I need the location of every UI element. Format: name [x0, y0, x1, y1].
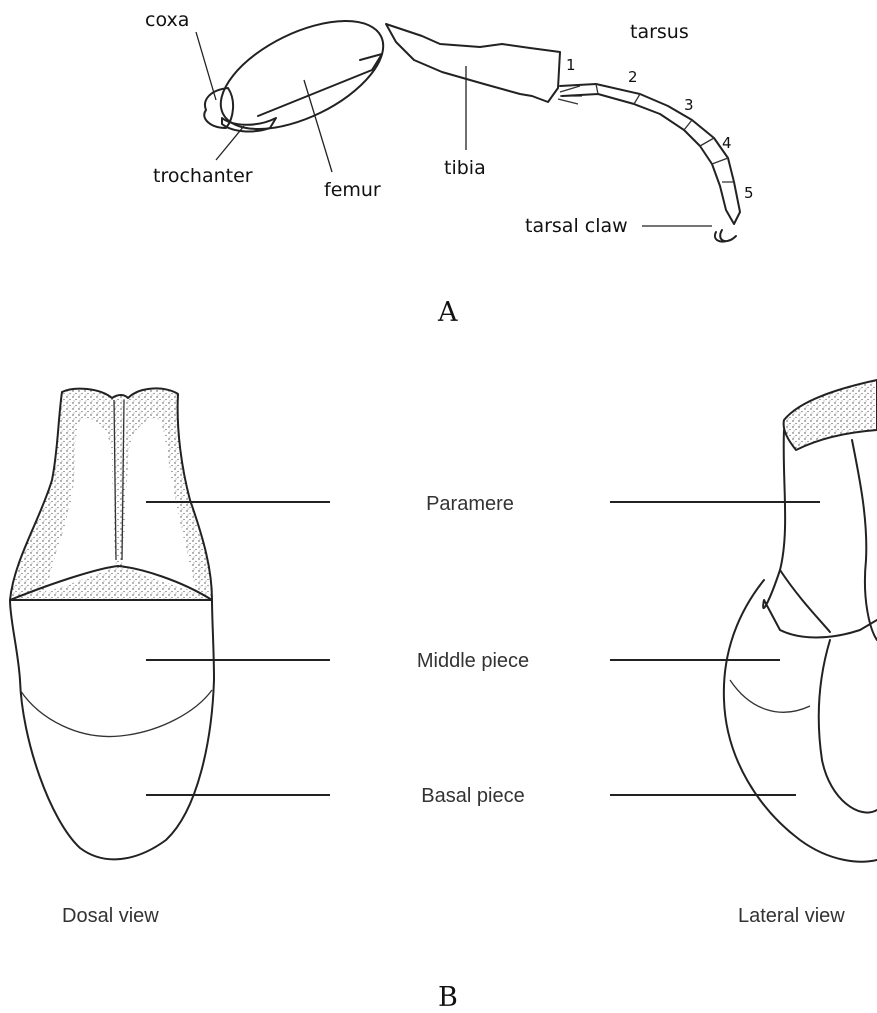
dorsal-view-drawing — [10, 388, 330, 859]
label-trochanter: trochanter — [153, 165, 253, 187]
label-lateral-view: Lateral view — [738, 905, 845, 927]
label-tibia: tibia — [444, 157, 486, 179]
label-coxa: coxa — [145, 9, 189, 31]
tarsal-segment-2: 2 — [628, 68, 638, 86]
tarsal-segment-5: 5 — [744, 184, 754, 202]
label-dorsal-view: Dosal view — [62, 905, 159, 927]
panel-a-label: A — [437, 297, 458, 328]
label-basal-piece: Basal piece — [421, 785, 524, 807]
tarsal-segment-1: 1 — [566, 56, 576, 74]
lateral-view-drawing — [610, 380, 877, 862]
label-femur: femur — [324, 179, 381, 201]
tarsal-segment-3: 3 — [684, 96, 694, 114]
tarsal-segment-4: 4 — [722, 134, 732, 152]
tibia-shape — [386, 24, 560, 102]
tarsus-shape — [560, 84, 740, 224]
label-tarsal-claw: tarsal claw — [525, 215, 628, 237]
femur-shape — [204, 0, 399, 151]
label-tarsus: tarsus — [630, 21, 689, 43]
panel-b-label: B — [438, 982, 458, 1013]
label-paramere: Paramere — [426, 493, 514, 515]
label-middle-piece: Middle piece — [417, 650, 529, 672]
tarsal-claw-shape — [715, 230, 736, 242]
